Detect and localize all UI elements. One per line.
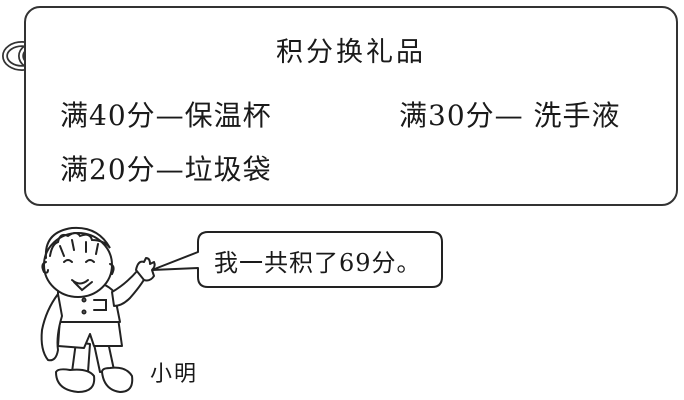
speech-bubble	[151, 231, 443, 288]
boy-illustration	[40, 226, 443, 393]
character-name: 小明	[150, 362, 199, 387]
reward-item-20: 满20分—垃圾袋	[60, 153, 272, 186]
reward-item-30: 满30分— 洗手液	[399, 99, 621, 132]
reward-item-40: 满40分—保温杯	[60, 99, 272, 132]
board-title: 积分换礼品	[276, 37, 426, 68]
reward-board: 积分换礼品 满40分—保温杯 满30分— 洗手液 满20分—垃圾袋	[24, 6, 678, 206]
speech-bubble-text: 我一共积了69分。	[214, 249, 422, 277]
